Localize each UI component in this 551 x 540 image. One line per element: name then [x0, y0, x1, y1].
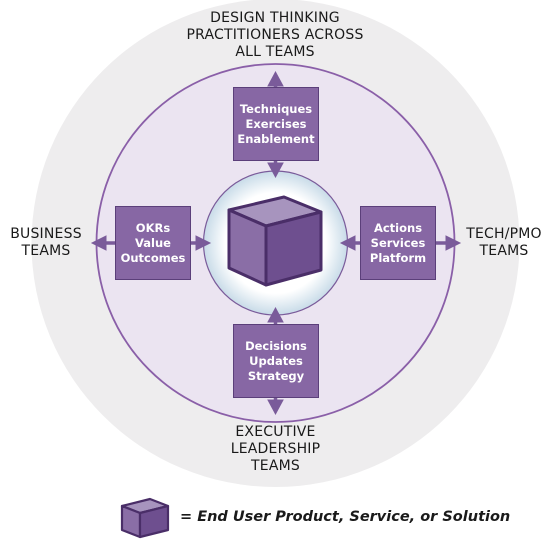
- box-left: OKRs Value Outcomes: [115, 206, 191, 280]
- box-bottom-line-3: Strategy: [247, 368, 305, 383]
- box-bottom-line-1: Decisions: [245, 338, 307, 353]
- label-left: BUSINESS TEAMS: [4, 226, 88, 260]
- cube-right-face: [264, 210, 323, 287]
- arrow-left-head-out: [90, 235, 107, 251]
- box-right-line-1: Actions: [373, 220, 423, 235]
- label-bottom-line-3: TEAMS: [251, 458, 300, 474]
- box-top: Techniques Exercises Enablement: [233, 87, 319, 161]
- arrow-right-head-in: [339, 235, 356, 251]
- label-bottom-line-2: LEADERSHIP: [230, 441, 321, 457]
- arrow-top-head-down: [267, 162, 284, 179]
- legend-cube-icon: [120, 497, 170, 539]
- label-bottom-line-1: EXECUTIVE: [235, 424, 316, 440]
- label-right-line-1: TECH/PMO: [466, 226, 542, 242]
- arrow-left-head-in: [195, 235, 212, 251]
- label-left-line-2: TEAMS: [21, 243, 71, 259]
- legend-text: = End User Product, Service, or Solution: [180, 509, 511, 525]
- box-top-line-1: Techniques: [239, 101, 313, 116]
- label-top: DESIGN THINKING PRACTITIONERS ACROSS ALL…: [175, 10, 375, 61]
- box-left-line-1: OKRs: [135, 220, 171, 235]
- label-left-line-1: BUSINESS: [10, 226, 82, 242]
- arrow-bottom-head-down: [267, 399, 284, 416]
- arrow-bottom-head-up: [267, 306, 284, 323]
- label-top-line-1: DESIGN THINKING: [210, 10, 340, 26]
- box-bottom: Decisions Updates Strategy: [233, 324, 319, 398]
- cube-icon: [227, 195, 323, 287]
- box-left-line-2: Value: [135, 235, 171, 250]
- label-top-line-2: PRACTITIONERS ACROSS: [186, 27, 364, 43]
- label-right-line-2: TEAMS: [479, 243, 529, 259]
- label-bottom: EXECUTIVE LEADERSHIP TEAMS: [205, 424, 346, 475]
- box-right: Actions Services Platform: [360, 206, 436, 280]
- arrow-right-head-out: [445, 235, 462, 251]
- arrow-top-head-up: [267, 70, 284, 87]
- label-top-line-3: ALL TEAMS: [235, 44, 315, 60]
- box-left-line-3: Outcomes: [120, 250, 186, 265]
- box-right-line-3: Platform: [369, 250, 427, 265]
- box-top-line-3: Enablement: [237, 131, 315, 146]
- label-right: TECH/PMO TEAMS: [462, 226, 546, 260]
- box-right-line-2: Services: [370, 235, 426, 250]
- legend-cube-right-face: [138, 504, 170, 539]
- box-top-line-2: Exercises: [245, 116, 307, 131]
- box-bottom-line-2: Updates: [249, 353, 303, 368]
